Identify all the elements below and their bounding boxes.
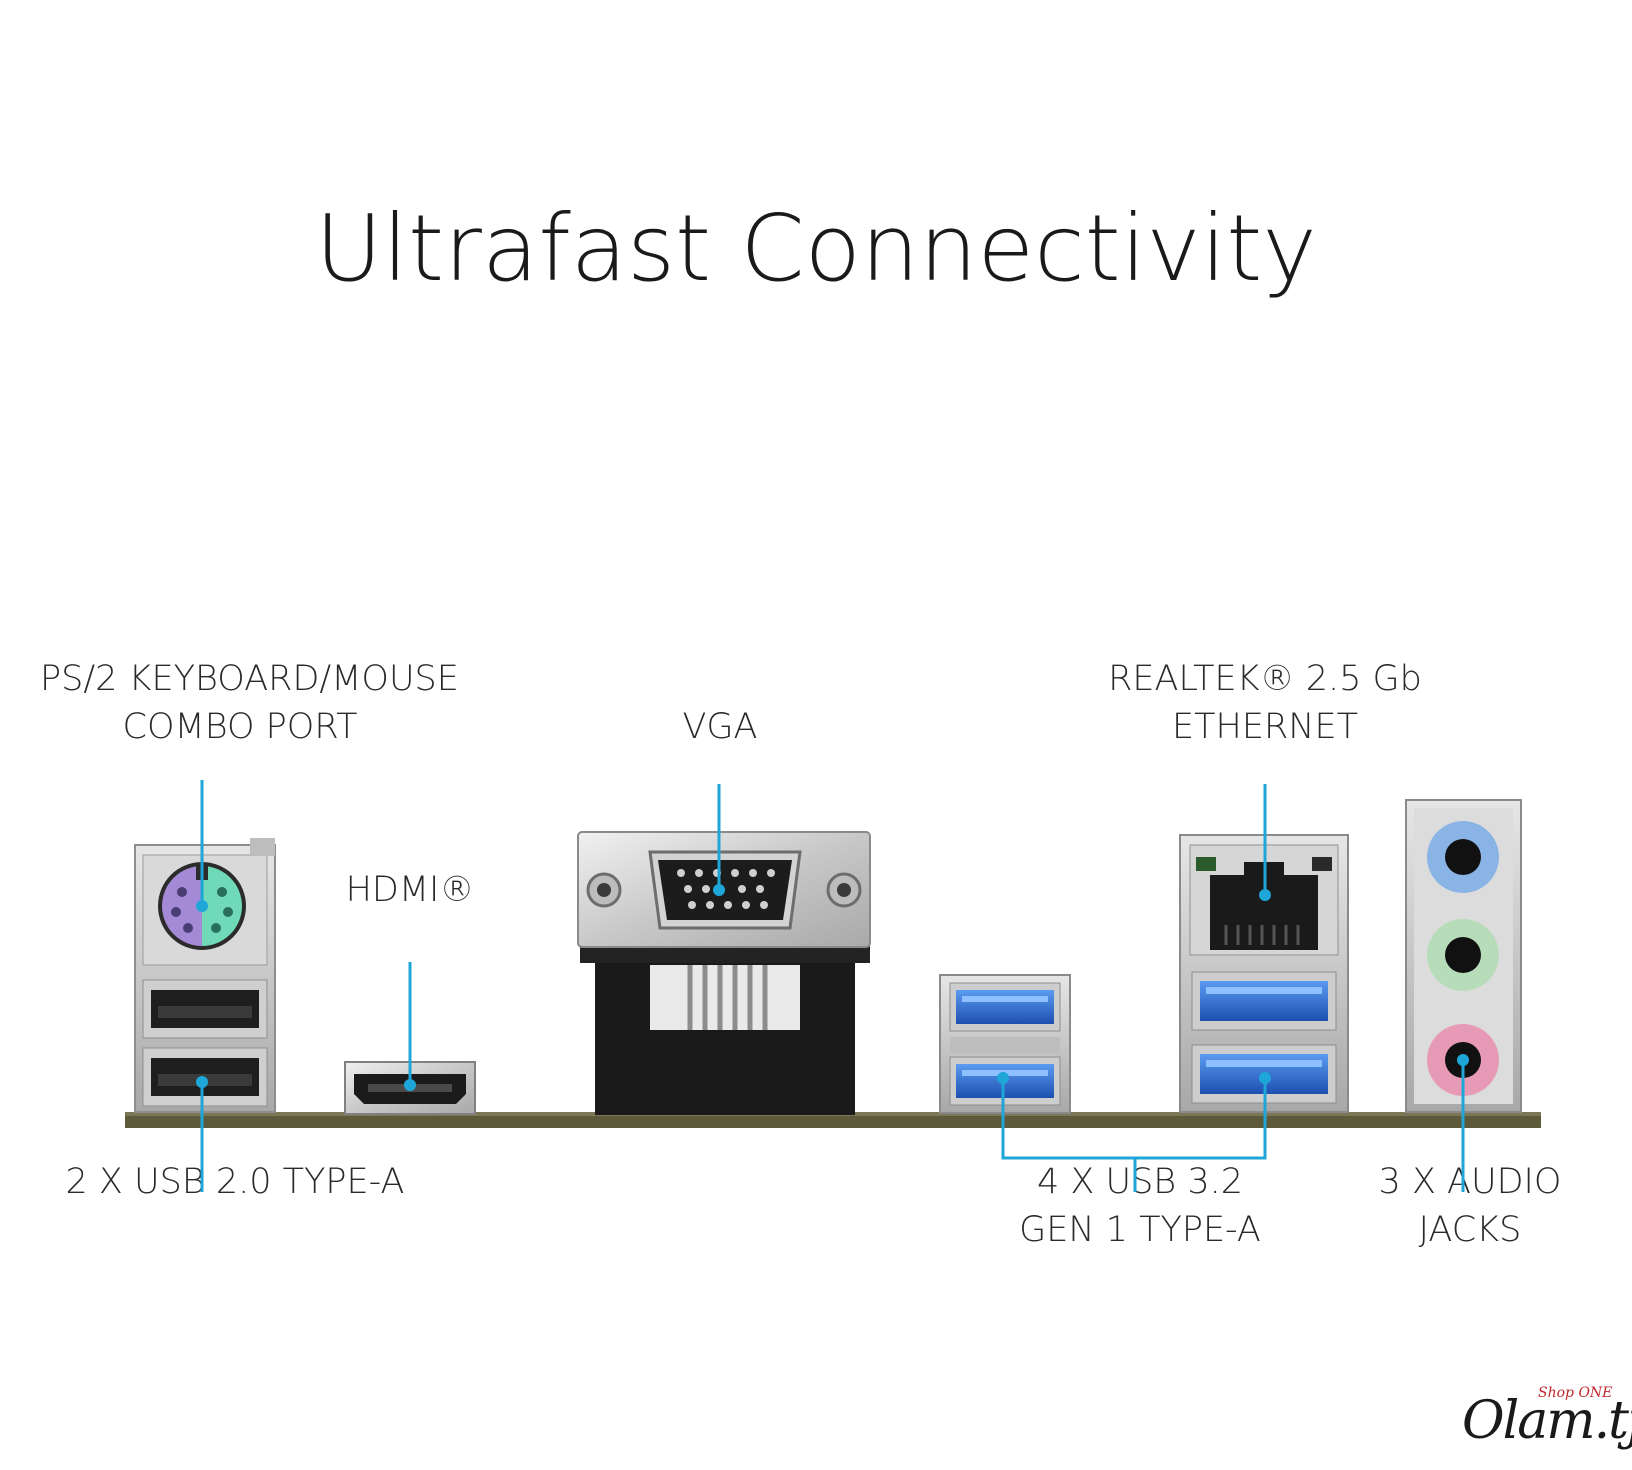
label-audio-line1: 3 X AUDIO <box>1378 1162 1562 1202</box>
label-vga: VGA <box>620 703 820 751</box>
callout-dots <box>196 884 1469 1091</box>
ps2-usb2-stack <box>134 838 276 1113</box>
label-ethernet-line2: ETHERNET <box>1172 707 1358 747</box>
label-vga-line1: VGA <box>682 707 758 747</box>
label-usb2: 2 X USB 2.0 TYPE-A <box>60 1158 410 1206</box>
usb3-port-top <box>1191 971 1337 1031</box>
watermark-small: Shop ONE <box>1538 1385 1613 1401</box>
usb2-port-top <box>142 979 268 1039</box>
label-audio-line2: JACKS <box>1418 1210 1522 1250</box>
label-usb3-line1: 4 X USB 3.2 <box>1036 1162 1244 1202</box>
page-title: Ultrafast Connectivity <box>315 195 1317 302</box>
label-ps2: PS/2 KEYBOARD/MOUSE COMBO PORT <box>40 655 459 751</box>
audio-jack-green <box>1427 919 1499 991</box>
usb3-dual-stack <box>939 974 1071 1114</box>
label-ethernet: REALTEK® 2.5 Gb ETHERNET <box>1100 655 1430 751</box>
label-usb3: 4 X USB 3.2 GEN 1 TYPE-A <box>1010 1158 1270 1254</box>
label-hdmi-line1: HDMI® <box>345 870 475 910</box>
label-usb3-line2: GEN 1 TYPE-A <box>1019 1210 1261 1250</box>
label-hdmi: HDMI® <box>320 866 500 914</box>
callout-lines <box>200 780 1465 1192</box>
vga-port <box>577 831 871 1115</box>
label-usb2-line1: 2 X USB 2.0 TYPE-A <box>65 1162 405 1202</box>
watermark-logo: Olam.tj Shop ONE <box>1462 1385 1632 1465</box>
watermark-main: Olam.tj <box>1462 1391 1632 1451</box>
label-ethernet-line1: REALTEK® 2.5 Gb <box>1108 659 1422 699</box>
label-audio: 3 X AUDIO JACKS <box>1360 1158 1580 1254</box>
label-ps2-line1: PS/2 KEYBOARD/MOUSE <box>40 659 459 699</box>
label-ps2-line2: COMBO PORT <box>122 707 358 747</box>
audio-jack-blue <box>1427 821 1499 893</box>
